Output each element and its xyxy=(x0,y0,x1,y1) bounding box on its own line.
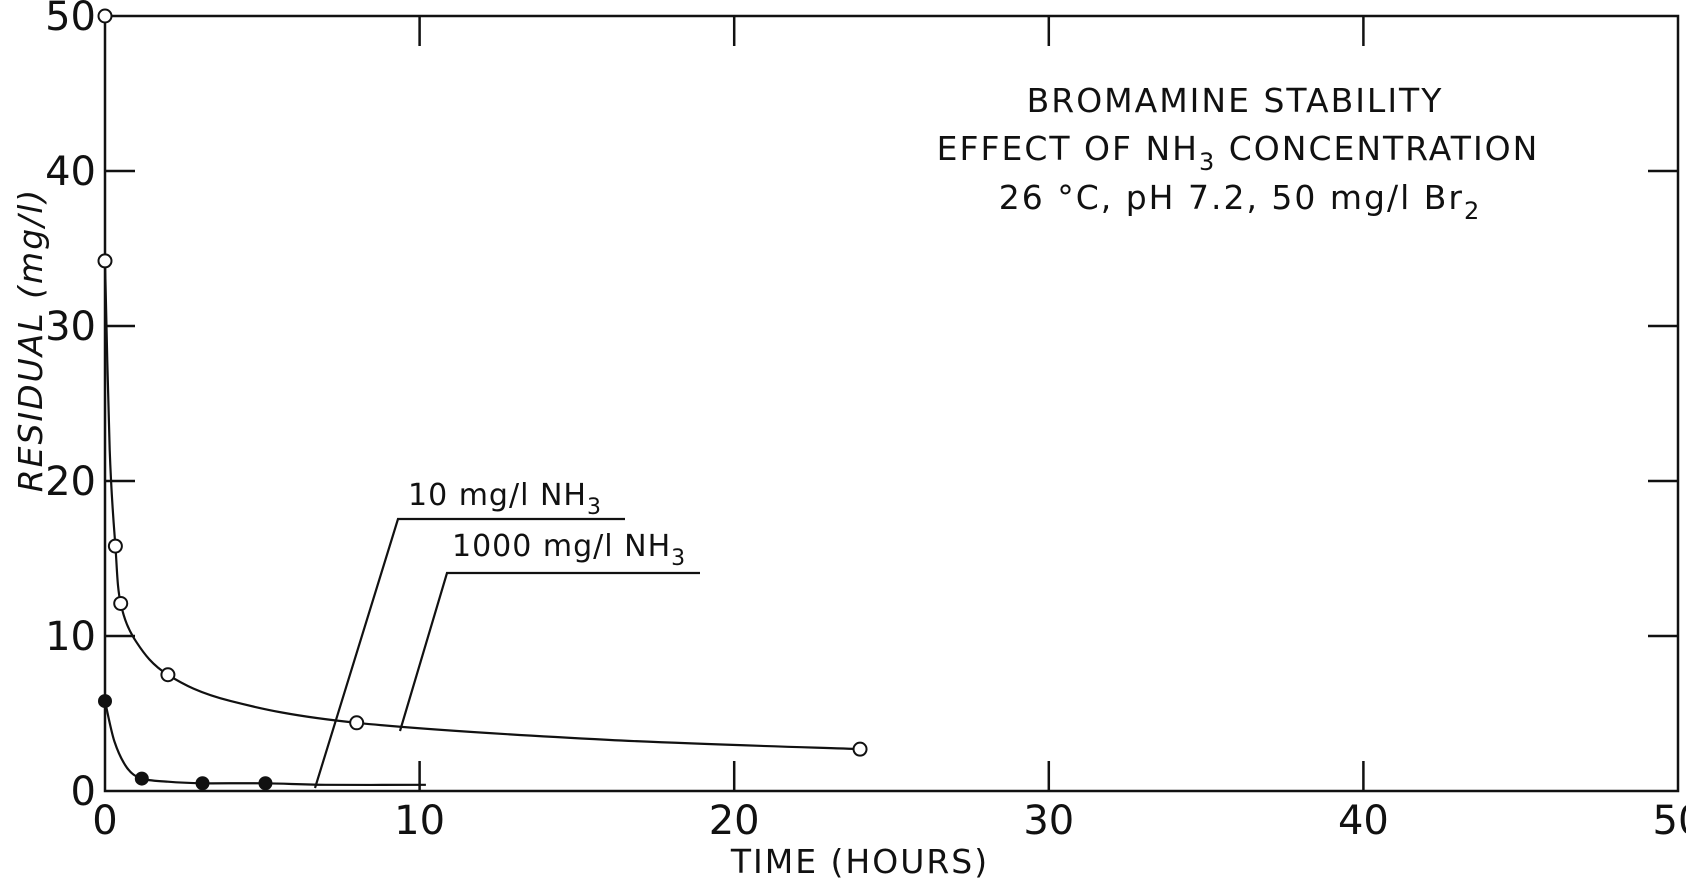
x-tick-label: 40 xyxy=(1338,798,1389,844)
data-point-open xyxy=(852,741,868,757)
data-point-filled xyxy=(98,694,112,709)
chart-title-line1: BROMAMINE STABILITY xyxy=(1027,81,1444,120)
x-axis-title: TIME (HOURS) xyxy=(730,842,989,881)
x-tick-labels: 0 10 20 30 40 50 xyxy=(92,798,1686,844)
y-tick-label: 50 xyxy=(45,0,96,40)
data-point-filled xyxy=(134,771,149,786)
y-tick-label: 40 xyxy=(45,149,96,195)
data-point-open xyxy=(107,538,123,554)
leader-1000mg xyxy=(398,571,700,732)
data-point-open xyxy=(97,8,113,24)
series-line-1 xyxy=(103,700,426,787)
y-tick-label: 20 xyxy=(45,459,96,505)
data-point-filled xyxy=(258,776,273,791)
chart-title-line2: EFFECT OF NH3 CONCENTRATION xyxy=(937,129,1540,176)
x-tick-label: 0 xyxy=(92,798,117,844)
data-point-filled xyxy=(195,776,210,791)
series-label-10mg: 10 mg/l NH3 xyxy=(408,478,602,520)
series-markers xyxy=(97,8,868,791)
y-tick-label: 30 xyxy=(45,304,96,350)
x-tick-label: 20 xyxy=(709,798,760,844)
axis-ticks xyxy=(105,16,1678,791)
y-axis-title: RESIDUAL (mg/l) xyxy=(11,188,50,493)
data-point-open xyxy=(97,253,113,269)
data-point-open xyxy=(113,595,129,611)
y-tick-label: 10 xyxy=(45,614,96,660)
plot-frame xyxy=(103,14,1680,793)
y-tick-label: 0 xyxy=(71,769,96,815)
data-point-open xyxy=(160,667,176,683)
y-tick-labels: 0 10 20 30 40 50 xyxy=(45,0,96,815)
x-tick-label: 30 xyxy=(1023,798,1074,844)
leader-10mg xyxy=(313,517,625,789)
chart-title-line3: 26 °C, pH 7.2, 50 mg/l Br2 xyxy=(999,178,1482,225)
series-label-1000mg: 1000 mg/l NH3 xyxy=(452,529,686,571)
x-tick-label: 50 xyxy=(1653,798,1686,844)
series-curves xyxy=(103,260,861,787)
x-tick-label: 10 xyxy=(394,798,445,844)
label-leaders xyxy=(313,517,700,789)
data-point-open xyxy=(349,715,365,731)
